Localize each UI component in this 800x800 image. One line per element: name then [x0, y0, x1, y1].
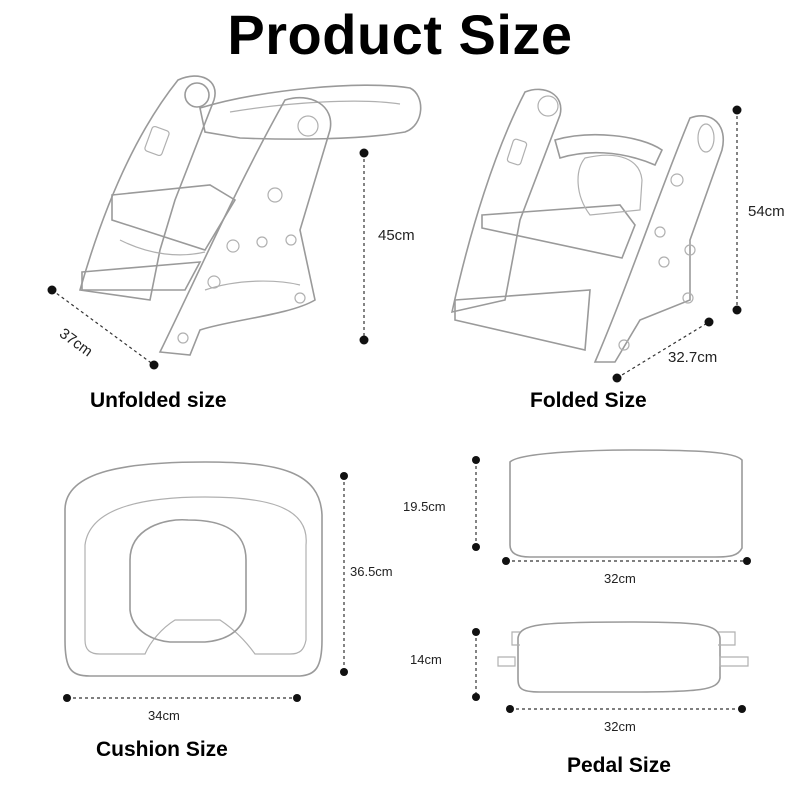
- unfolded-size-caption: Unfolded size: [90, 389, 227, 412]
- pedal-top-height-label: 19.5cm: [403, 499, 446, 514]
- pedal-bottom-height-label: 14cm: [410, 652, 442, 667]
- page-title: Product Size: [227, 3, 573, 66]
- dimension-cushion-width: [63, 694, 301, 702]
- cushion-size-caption: Cushion Size: [96, 738, 228, 761]
- pedal-bottom-width-label: 32cm: [604, 719, 636, 734]
- unfolded-chair-drawing: [78, 75, 422, 356]
- folded-chair-drawing: [450, 88, 725, 363]
- dimension-unfolded-depth: [47, 285, 159, 370]
- dimension-folded-depth: [612, 317, 714, 383]
- dimension-folded-height: [732, 105, 742, 315]
- pedal-top-drawing: [509, 449, 743, 558]
- cushion-width-label: 34cm: [148, 708, 180, 723]
- pedal-bottom-drawing: [497, 621, 749, 693]
- folded-depth-label: 32.7cm: [668, 349, 718, 366]
- pedal-size-caption: Pedal Size: [567, 754, 671, 777]
- cushion-drawing: [64, 461, 323, 677]
- unfolded-height-label: 45cm: [378, 227, 415, 244]
- dimension-unfolded-height: [359, 148, 369, 345]
- dimension-pedal-top-width: [502, 557, 751, 565]
- dimension-pedal-bottom-height: [472, 628, 480, 701]
- cushion-height-label: 36.5cm: [350, 564, 393, 579]
- dimension-cushion-height: [340, 472, 348, 676]
- pedal-top-width-label: 32cm: [604, 571, 636, 586]
- dimension-pedal-bottom-width: [506, 705, 746, 713]
- folded-size-caption: Folded Size: [530, 389, 647, 412]
- dimension-pedal-top-height: [472, 456, 480, 551]
- folded-height-label: 54cm: [748, 203, 785, 220]
